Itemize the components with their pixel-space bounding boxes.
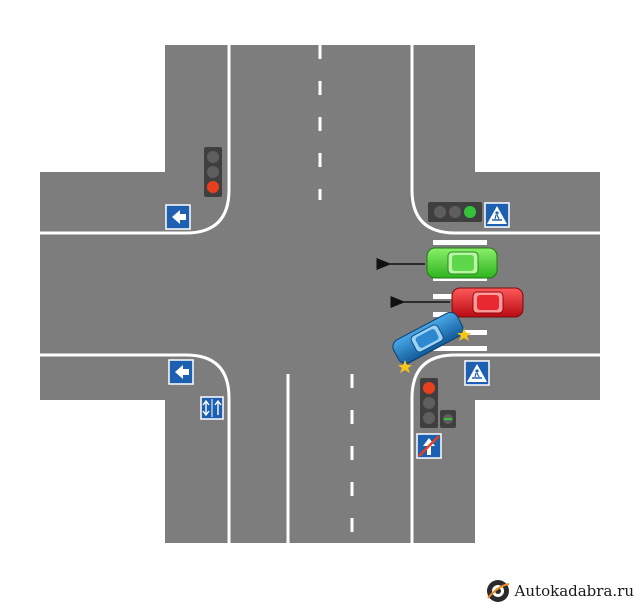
- blue-car: [392, 311, 464, 365]
- crash-stars: [398, 328, 471, 373]
- curbs: [40, 45, 600, 543]
- signal-green-lamp: [464, 206, 476, 218]
- signal-red-lamp: [207, 181, 219, 193]
- watermark-text: Autokadabra.ru: [514, 582, 634, 600]
- crash-star-icon: [457, 328, 471, 341]
- curb-south-west: [40, 353, 231, 543]
- lane-markings: [286, 45, 354, 543]
- sign-crosswalk-east-bottom: [464, 360, 490, 386]
- traffic-light-north-east: [428, 202, 482, 222]
- traffic-light-south-east: [420, 378, 456, 428]
- curb-north-west: [40, 45, 231, 235]
- crash-star-icon: [398, 360, 412, 373]
- sign-crosswalk-east-top: [484, 202, 510, 228]
- curb-north-east: [410, 45, 600, 235]
- sign-end-one-way: [416, 433, 442, 459]
- movement-arrows: [376, 258, 450, 308]
- signal-red-lamp: [423, 382, 435, 394]
- curb-south-east: [410, 353, 600, 543]
- red-car: [451, 287, 524, 318]
- sign-lane-direction: [200, 396, 224, 420]
- traffic-light-north-west: [204, 147, 222, 197]
- green-car: [426, 247, 498, 279]
- sign-turn-left-west-top: [165, 204, 191, 230]
- sign-turn-left-west-bottom: [168, 359, 194, 385]
- road-surface: [40, 45, 600, 543]
- watermark: Autokadabra.ru: [485, 576, 634, 606]
- tire-logo-icon: [486, 580, 509, 602]
